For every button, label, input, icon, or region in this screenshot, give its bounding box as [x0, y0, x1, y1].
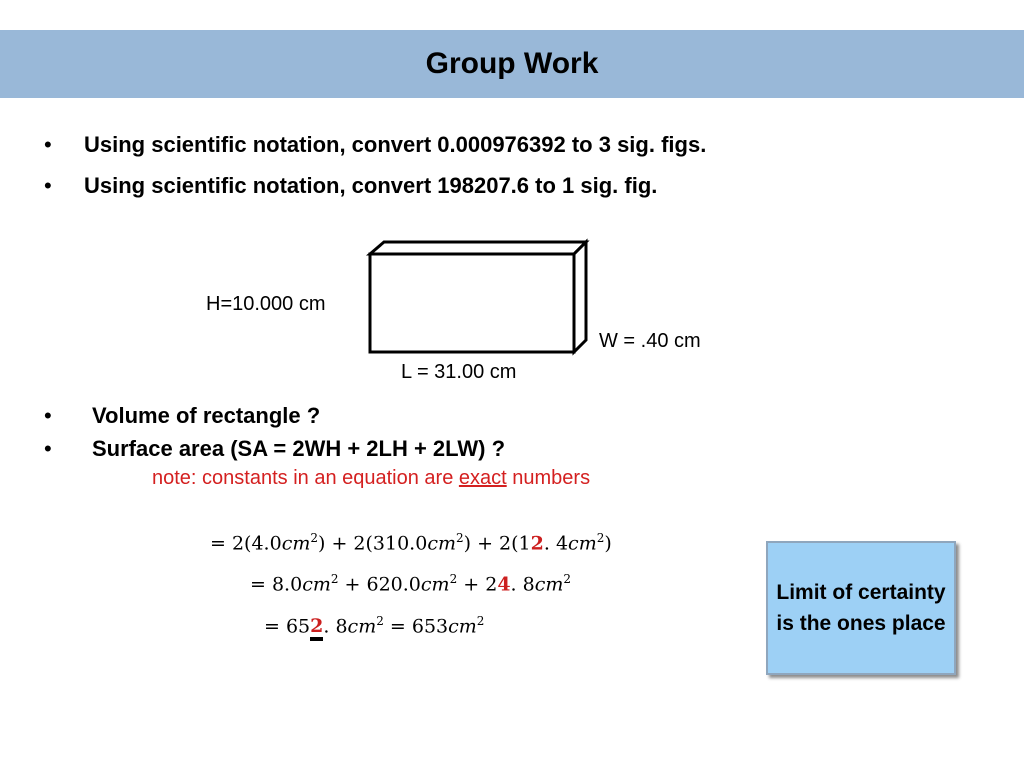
note-after: numbers [506, 467, 591, 489]
eq-text: + 2 [457, 573, 498, 596]
eq-exponent: 2 [330, 572, 339, 586]
eq-text: ) + 2(1 [463, 532, 531, 555]
bullet-marker: • [44, 436, 52, 461]
width-label: W = .40 cm [599, 330, 701, 352]
eq-unit: cm [347, 615, 377, 638]
eq-text: . 8 [510, 573, 535, 596]
eq-red-digit: 2 [310, 615, 324, 642]
rectangular-box-diagram [365, 238, 590, 356]
box-front-face [368, 252, 576, 354]
bullet-item: • Using scientific notation, convert 0.0… [44, 132, 707, 158]
eq-exponent: 2 [563, 572, 572, 586]
eq-text: . 4 [543, 532, 569, 555]
bullet-item: • Using scientific notation, convert 198… [44, 173, 658, 199]
bullet-text: Using scientific notation, convert 19820… [84, 173, 658, 198]
bullet-item: • Surface area (SA = 2WH + 2LH + 2LW) ? [44, 436, 506, 462]
eq-unit: cm [534, 573, 564, 596]
note-before: note: constants in an equation are [152, 467, 459, 489]
bullet-item: • Volume of rectangle ? [44, 403, 321, 429]
bullet-marker: • [44, 173, 52, 198]
bullet-text: Using scientific notation, convert 0.000… [84, 132, 707, 157]
eq-exponent: 2 [376, 614, 384, 628]
eq-exponent: 2 [596, 531, 605, 545]
bullet-text: Surface area (SA = 2WH + 2LH + 2LW) ? [92, 436, 506, 461]
eq-exponent: 2 [449, 572, 458, 586]
equation-line-2: = 8.0cm2 + 620.0cm2 + 24. 8cm2 [250, 572, 571, 595]
height-label: H=10.000 cm [206, 293, 326, 315]
eq-text: = 65 [264, 615, 311, 638]
eq-text: ) + 2(310.0 [318, 532, 428, 555]
eq-text: + 620.0 [338, 573, 421, 596]
eq-unit: cm [427, 532, 456, 555]
note-emphasis: exact [458, 467, 507, 489]
eq-exponent: 2 [476, 614, 485, 628]
eq-unit: cm [302, 573, 331, 596]
eq-text: = 653 [383, 615, 449, 638]
eq-text: = 2(4.0 [210, 532, 282, 555]
eq-red-digit: 2 [530, 532, 544, 555]
length-label: L = 31.00 cm [401, 361, 517, 383]
eq-unit: cm [448, 615, 477, 638]
box-top-face [365, 240, 590, 256]
eq-unit: cm [281, 532, 311, 555]
bullet-marker: • [44, 132, 52, 157]
eq-exponent: 2 [455, 531, 464, 545]
callout-text: Limit of certainty is the ones place [776, 581, 946, 635]
equation-line-1: = 2(4.0cm2) + 2(310.0cm2) + 2(12. 4cm2) [210, 531, 612, 554]
eq-exponent: 2 [310, 531, 318, 545]
eq-unit: cm [420, 573, 450, 596]
bullet-text: Volume of rectangle ? [92, 403, 321, 428]
title-bar: Group Work [0, 30, 1024, 98]
eq-text: . 8 [323, 615, 348, 638]
slide-title: Group Work [425, 47, 599, 80]
eq-red-digit: 4 [497, 573, 511, 596]
box-side-face [572, 238, 588, 356]
limit-of-certainty-callout: Limit of certainty is the ones place [766, 541, 956, 675]
eq-text: ) [604, 532, 612, 555]
eq-unit: cm [568, 532, 597, 555]
equation-line-3: = 652. 8cm2 = 653cm2 [264, 614, 485, 642]
bullet-marker: • [44, 403, 52, 428]
eq-text: = 8.0 [250, 573, 303, 596]
note-text: note: constants in an equation are exact… [152, 467, 590, 490]
